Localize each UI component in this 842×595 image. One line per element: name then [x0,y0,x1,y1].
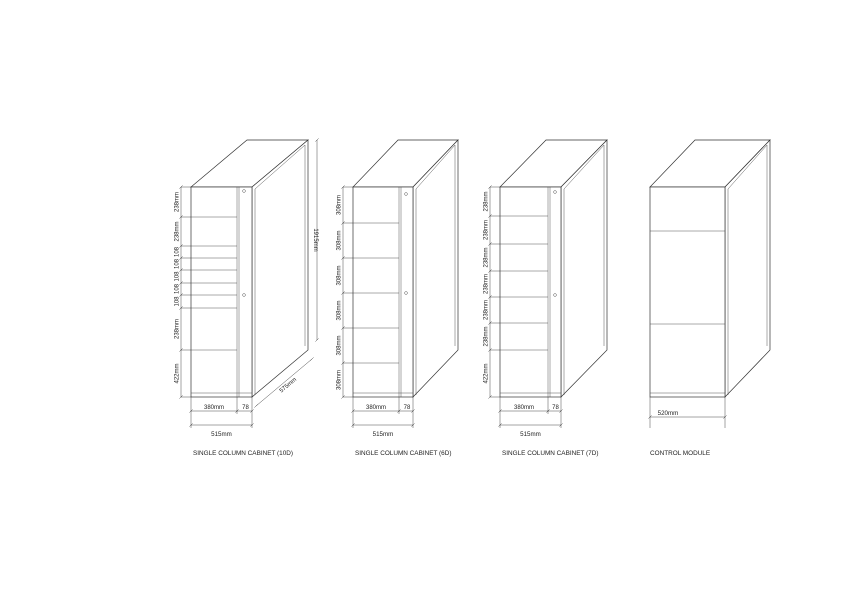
cabinet-front [352,186,414,398]
dimension-tick [559,409,563,413]
cabinet-3: 238mm 238mm 238mm 238mm 238mm 238mm 422mm 380mm… [484,139,608,457]
dimension-label: 238mm [175,192,181,212]
cabinet-caption: SINGLE COLUMN CABINET (10D) [193,450,293,457]
dimension-label: 238mm [484,326,490,346]
dimension-label: 108 [175,296,181,307]
lock-knob [242,189,246,193]
dimension-label: 308mm [337,370,343,390]
total-width-label: 515mm [211,431,232,438]
dimension-tick [250,423,254,427]
dimension-tick [498,423,502,427]
side-panel-edge [254,144,306,190]
dimension-label: 308mm [337,335,343,355]
depth-dimension-line [255,358,313,407]
dimension-label: 108 [175,271,181,282]
dimension-tick [559,423,563,427]
side-panel-edge [563,144,605,190]
side-panel-edge [727,144,768,190]
dimension-tick [254,404,258,408]
height-dimension-label: 1915mm [312,228,318,251]
lock-knob [553,190,557,194]
cabinet-caption: CONTROL MODULE [650,450,710,457]
dimension-tick [250,409,254,413]
dimension-label: 422mm [175,363,181,383]
dimension-tick [351,423,355,427]
dimension-label: 308mm [337,230,343,250]
dimension-tick [411,423,415,427]
dimension-label: 238mm [175,221,181,241]
dimension-label: 308mm [337,265,343,285]
dimension-tick [235,409,239,413]
dimension-tick [189,409,193,413]
cabinet-2: 308mm 308mm 308mm 308mm 308mm 308mm 380mm 78 515… [337,139,459,457]
lock-knob [404,192,408,196]
side-panel-edge [415,144,456,190]
depth-dimension-label: 575mm [279,377,298,394]
dimension-label: 108 [175,258,181,269]
dimension-label: 238mm [484,191,490,211]
dimension-tick [648,415,652,419]
dimension-tick [723,415,727,419]
dimension-label: 308mm [337,195,343,215]
dimension-tick [189,423,193,427]
lock-knob [404,291,408,295]
inner-width-label: 380mm [366,405,386,411]
cabinet-caption: SINGLE COLUMN CABINET (6D) [355,450,451,457]
dimension-tick [351,409,355,413]
dimension-label: 108 [175,246,181,257]
dimension-tick [315,338,319,342]
total-width-label: 520mm [658,410,679,417]
lock-knob [242,293,246,297]
cabinet-front [649,186,726,398]
dimension-label: 108 [175,283,181,294]
dimension-label: 422mm [484,363,490,383]
side-width-label: 78 [242,405,249,411]
cabinet-front [190,186,253,398]
dimension-label: 238mm [484,247,490,267]
side-width-label: 78 [552,405,559,411]
lock-knob [553,293,557,297]
dimension-tick [310,357,314,361]
dimension-tick [498,409,502,413]
dimension-label: 238mm [484,274,490,294]
dimension-label: 238mm [484,220,490,240]
total-width-label: 515mm [520,431,541,438]
dimension-tick [546,409,550,413]
total-width-label: 515mm [373,431,394,438]
dimension-label: 238mm [175,319,181,339]
inner-width-label: 380mm [514,405,534,411]
inner-width-label: 380mm [204,405,224,411]
dimension-label: 238mm [484,300,490,320]
cabinet-caption: SINGLE COLUMN CABINET (7D) [502,450,598,457]
dimension-label: 308mm [337,300,343,320]
dimension-tick [315,138,319,142]
dimension-tick [411,409,415,413]
cabinet-1: 238mm238mm108108108108108238mm422mm1915m… [175,138,319,457]
side-width-label: 78 [404,405,411,411]
cabinet-front [499,186,562,398]
dimension-tick [397,409,401,413]
